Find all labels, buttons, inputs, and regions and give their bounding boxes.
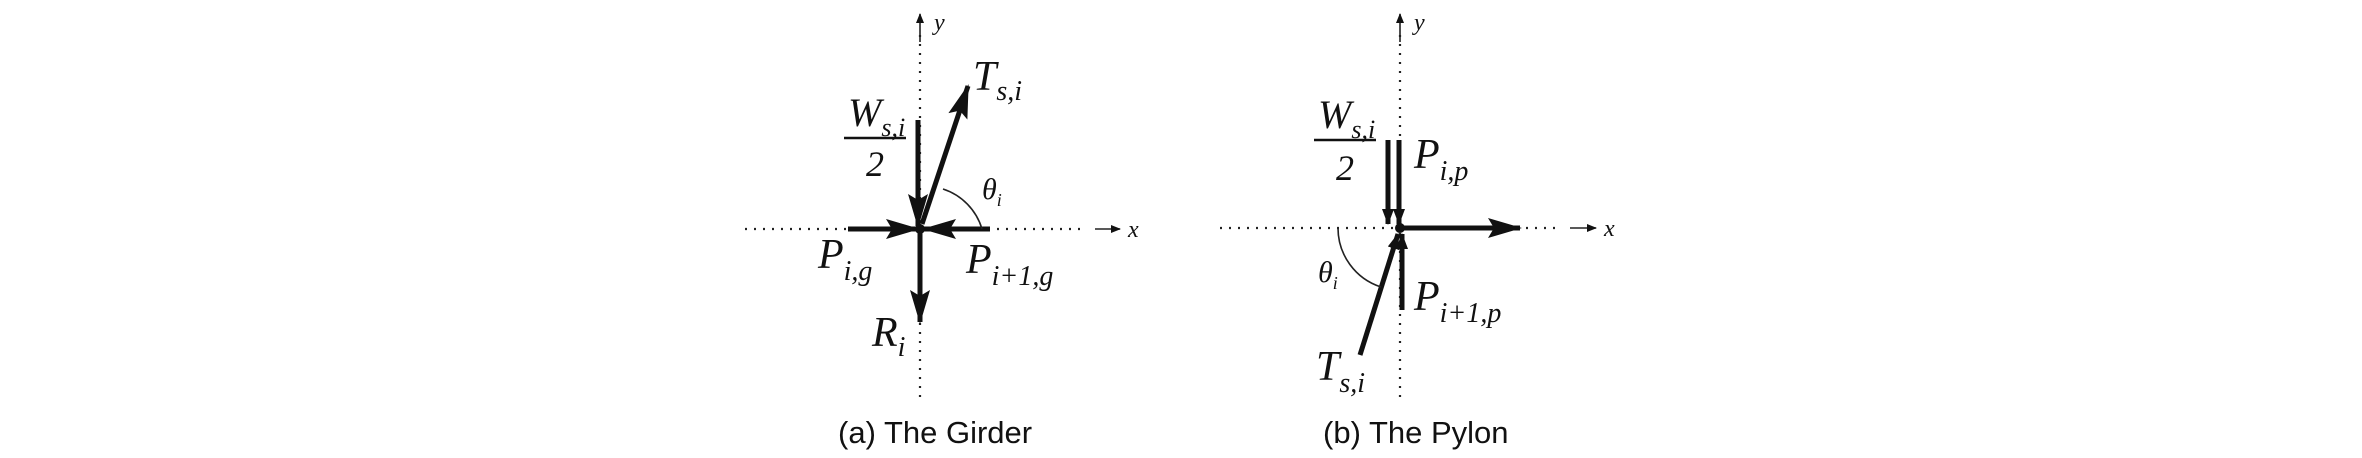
- girder-force-p-i1-label: Pi+1,g: [965, 237, 1053, 292]
- girder-caption: (a) The Girder: [838, 415, 1032, 450]
- pylon-y-label: y: [1412, 10, 1425, 36]
- pylon-force-p-i-label: Pi,p: [1413, 132, 1468, 187]
- girder-node: [915, 224, 925, 234]
- pylon-weight-denominator: 2: [1336, 148, 1354, 188]
- girder-y-label: y: [932, 10, 945, 36]
- girder-angle-arc: [942, 188, 983, 230]
- girder-weight-denominator: 2: [866, 144, 884, 184]
- girder-panel: x y Ws,i 2 Ts,i θi Pi,g Pi+1,g Ri: [745, 10, 1139, 450]
- pylon-x-label: x: [1603, 216, 1615, 242]
- pylon-cable-tension-vector: [1357, 233, 1401, 356]
- girder-reaction-label: Ri: [871, 310, 905, 363]
- pylon-weight-label: Ws,i: [1318, 92, 1375, 144]
- girder-cable-tension-vector: [919, 84, 971, 225]
- girder-angle-label: θi: [982, 173, 1002, 210]
- pylon-panel: x y Ws,i 2 Pi,p θi Pi+1,p Ts,i (b) The P…: [1220, 10, 1615, 450]
- pylon-angle-arc: [1337, 227, 1382, 288]
- pylon-caption: (b) The Pylon: [1323, 415, 1509, 450]
- girder-force-p-i-label: Pi,g: [817, 232, 872, 287]
- girder-x-label: x: [1127, 217, 1139, 243]
- pylon-node: [1395, 223, 1405, 233]
- girder-cable-tension-label: Ts,i: [973, 54, 1022, 107]
- pylon-force-p-i1-label: Pi+1,p: [1413, 274, 1501, 329]
- girder-weight-label: Ws,i: [848, 90, 905, 142]
- pylon-angle-label: θi: [1318, 256, 1338, 293]
- pylon-cable-tension-label: Ts,i: [1316, 344, 1365, 399]
